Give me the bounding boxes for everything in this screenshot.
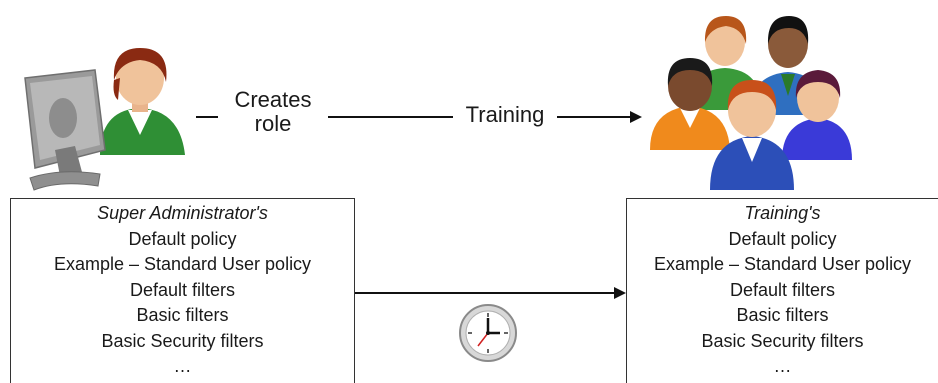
filter-item: Basic Security filters [701, 330, 864, 351]
creates-role-label: Creates role [218, 88, 328, 136]
ellipsis: … [173, 356, 192, 376]
training-policy-box: Training's Default policy Example – Stan… [626, 198, 938, 383]
policy-item: Default policy [728, 228, 837, 249]
creates-label-line1: Creates [234, 87, 312, 112]
box-title: Super Administrator's [97, 203, 268, 223]
policy-item: Example – Standard User policy [53, 254, 312, 274]
filter-item: Default filters [129, 279, 236, 300]
ellipsis: … [773, 356, 792, 376]
policy-item: Default policy [128, 228, 237, 249]
filter-item: Basic filters [136, 305, 229, 325]
super-admin-policy-box: Super Administrator's Default policy Exa… [10, 198, 355, 383]
filter-item: Default filters [729, 279, 836, 300]
creates-label-line2: role [254, 111, 292, 136]
training-label: Training [453, 103, 557, 127]
policy-item: Example – Standard User policy [653, 254, 912, 274]
filter-item: Basic filters [736, 305, 829, 325]
filter-item: Basic Security filters [101, 330, 264, 351]
box-title: Training's [744, 203, 821, 223]
